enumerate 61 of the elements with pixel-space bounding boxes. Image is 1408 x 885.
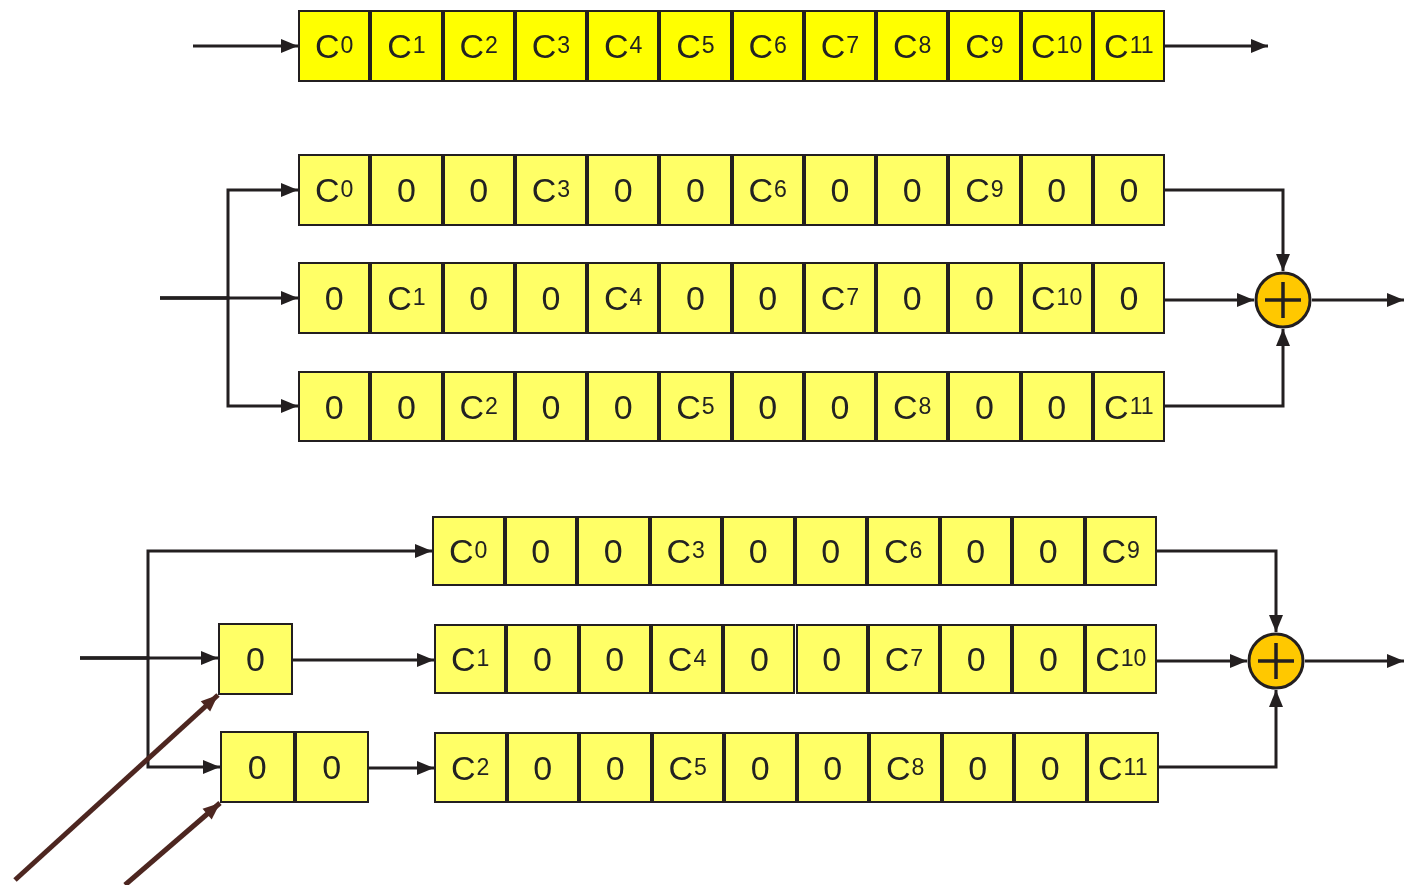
arrow xyxy=(13,693,220,882)
register-cell: 0 xyxy=(504,516,577,586)
register-cell: 0 xyxy=(218,623,293,695)
register-cell: 0 xyxy=(370,154,443,226)
register-cell: 0 xyxy=(1020,371,1093,442)
register-cell: 0 xyxy=(1014,732,1087,803)
register-cell: 0 xyxy=(442,262,515,334)
arrow xyxy=(293,653,434,667)
arrow xyxy=(1157,549,1283,632)
register-cell: 0 xyxy=(723,624,796,694)
register-cell: 0 xyxy=(514,371,587,442)
register-cell: 0 xyxy=(948,371,1021,442)
arrow xyxy=(1305,654,1404,668)
register-cell: 0 xyxy=(659,154,732,226)
register-cell: 0 xyxy=(1020,154,1093,226)
register-cell: 0 xyxy=(724,732,797,803)
arrow xyxy=(193,39,298,53)
register-cell: 0 xyxy=(796,732,869,803)
register-cell: 0 xyxy=(731,262,804,334)
register-cell: 0 xyxy=(587,371,660,442)
register-cell: 0 xyxy=(298,371,371,442)
arrow xyxy=(1159,690,1283,769)
register-cell: 0 xyxy=(1012,516,1085,586)
register-cell: 0 xyxy=(940,624,1013,694)
register-cell: 0 xyxy=(941,732,1014,803)
arrow xyxy=(1165,188,1290,271)
register-cell: 0 xyxy=(794,516,867,586)
register-cell: 0 xyxy=(370,371,443,442)
arrow xyxy=(1165,293,1254,307)
adder-symbol xyxy=(1254,271,1312,329)
arrow xyxy=(1165,39,1268,53)
register-cell: 0 xyxy=(1092,154,1165,226)
register-cell: 0 xyxy=(514,262,587,334)
arrow xyxy=(160,296,298,413)
register-cell: 0 xyxy=(577,516,650,586)
register-cell: 0 xyxy=(795,624,868,694)
arrow xyxy=(369,761,434,775)
register-cell: 0 xyxy=(659,262,732,334)
register-cell: 0 xyxy=(298,262,371,334)
register-cell: 0 xyxy=(1092,262,1165,334)
register-cell: 0 xyxy=(579,732,652,803)
register-cell: 0 xyxy=(587,154,660,226)
arrow xyxy=(80,656,220,774)
register-cell: 0 xyxy=(1012,624,1085,694)
arrow xyxy=(1157,654,1247,668)
register-cell: 0 xyxy=(876,154,949,226)
arrow xyxy=(1312,293,1404,307)
adder-symbol xyxy=(1247,632,1305,690)
register-cell: 0 xyxy=(722,516,795,586)
register-cell: 0 xyxy=(939,516,1012,586)
arrow xyxy=(1165,329,1290,408)
register-cell: 0 xyxy=(876,262,949,334)
register-cell: 0 xyxy=(731,371,804,442)
register-cell: 0 xyxy=(506,624,579,694)
register-cell: 0 xyxy=(803,371,876,442)
arrow xyxy=(123,801,222,885)
register-cell: 0 xyxy=(442,154,515,226)
register-cell: 0 xyxy=(803,154,876,226)
register-cell: 0 xyxy=(506,732,579,803)
register-cell: 0 xyxy=(578,624,651,694)
register-cell: 0 xyxy=(948,262,1021,334)
